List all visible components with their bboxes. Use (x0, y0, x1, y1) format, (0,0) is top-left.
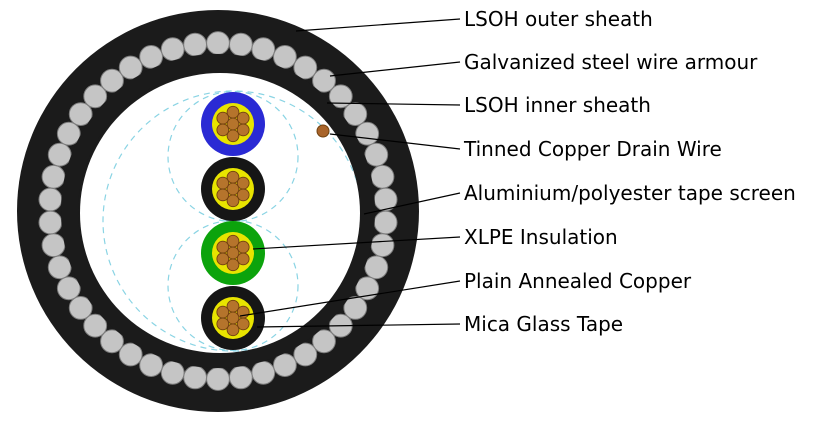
core-3 (201, 221, 265, 285)
armour-wire (312, 329, 336, 354)
copper-strand (216, 305, 230, 319)
copper-strand (216, 111, 230, 125)
armour-wire (355, 276, 380, 301)
drain-wire (316, 124, 330, 138)
label-drain-wire: Tinned Copper Drain Wire (463, 137, 722, 161)
leader-lsoh-inner-sheath (326, 102, 461, 106)
armour-wire (68, 296, 93, 320)
armour-wire (229, 365, 253, 390)
armour-wire (273, 45, 297, 69)
armour-wire (364, 255, 389, 280)
armour-wire (355, 121, 380, 146)
copper-strand (226, 105, 240, 119)
leader-mica-glass-tape (256, 323, 461, 328)
armour-wire (206, 367, 230, 391)
armour-wire (370, 164, 395, 189)
core-2 (201, 157, 265, 221)
armour-wire (100, 329, 124, 354)
leader-armour (329, 61, 461, 77)
armour-wire (68, 102, 93, 126)
armour-wire (160, 37, 185, 62)
armour-wire (47, 142, 72, 167)
labels: LSOH outer sheath Galvanized steel wire … (463, 7, 796, 336)
armour-wire (251, 37, 276, 62)
copper-strand (216, 252, 230, 266)
armour-wire (100, 68, 124, 93)
armour-wire (56, 121, 81, 146)
leader-lines (239, 18, 461, 328)
copper-strand (226, 258, 240, 272)
leader-tape-screen (363, 192, 461, 215)
armour-wire (206, 31, 230, 55)
copper-strand (236, 188, 250, 202)
copper-strand (226, 323, 240, 337)
armour-wire-ring (38, 31, 398, 391)
armour-wire (118, 342, 143, 367)
armour-wire (370, 233, 395, 258)
copper-strand (216, 176, 230, 190)
leader-lsoh-outer-sheath (295, 18, 461, 32)
armour-wire (56, 276, 81, 301)
label-mica-glass-tape: Mica Glass Tape (464, 312, 623, 336)
armour-wire (118, 55, 143, 80)
armour-wire (251, 360, 276, 385)
copper-strand (216, 188, 230, 202)
leader-annealed-copper (239, 280, 461, 317)
armour-wire (373, 210, 398, 235)
copper-strand (226, 194, 240, 208)
copper-strand (216, 123, 230, 137)
copper-strand (236, 252, 250, 266)
armour-wire (364, 142, 389, 167)
cores (201, 92, 265, 350)
copper-strand (236, 317, 250, 331)
pair-circle-bottom (167, 219, 299, 352)
armour-wire (160, 360, 185, 385)
armour-wire (83, 84, 108, 109)
core-1 (201, 92, 265, 156)
armour-wire (328, 84, 353, 109)
armour-wire (41, 164, 66, 189)
armour-wire (293, 342, 318, 367)
copper-strand (236, 123, 250, 137)
armour-wire (139, 45, 164, 69)
label-xlpe-insulation: XLPE Insulation (464, 225, 618, 249)
copper-strand (226, 299, 240, 313)
armour-wire (343, 296, 368, 320)
leader-drain-wire (329, 133, 461, 150)
core-4 (201, 286, 265, 350)
copper-strand (226, 234, 240, 248)
armour-wire (229, 32, 253, 57)
armour-wire (293, 55, 318, 80)
copper-strand (236, 240, 250, 254)
armour-wire (41, 233, 66, 258)
armour-wire (183, 32, 208, 57)
armour-wire (38, 187, 63, 212)
leader-xlpe-insulation (252, 236, 461, 250)
armour-wire (273, 353, 297, 378)
armour-wire (183, 365, 208, 390)
armour-wire (312, 68, 336, 93)
copper-strand (216, 240, 230, 254)
armour-wire (139, 353, 164, 378)
armour-wire (343, 102, 368, 126)
copper-strand (236, 305, 250, 319)
copper-strand (216, 317, 230, 331)
armour-wire (47, 255, 72, 280)
label-tape-screen: Aluminium/polyester tape screen (464, 181, 796, 205)
armour-wire (38, 210, 63, 235)
armour-wire (83, 313, 108, 338)
label-annealed-copper: Plain Annealed Copper (464, 269, 692, 293)
copper-strand (236, 111, 250, 125)
label-lsoh-inner-sheath: LSOH inner sheath (464, 93, 651, 117)
copper-strand (236, 176, 250, 190)
label-lsoh-outer-sheath: LSOH outer sheath (464, 7, 653, 31)
label-armour: Galvanized steel wire armour (464, 50, 758, 74)
assembly-circle (102, 90, 360, 352)
inner-sheath (61, 54, 375, 368)
copper-strand (226, 129, 240, 143)
copper-strand (226, 170, 240, 184)
